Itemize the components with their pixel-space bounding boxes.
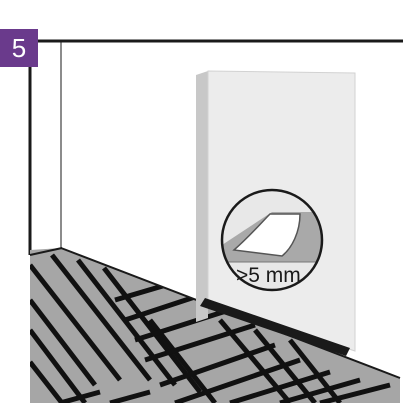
gap-measurement-label: >5 mm (236, 264, 301, 287)
gap-detail-callout (220, 188, 324, 292)
floor-left-edge (29, 247, 63, 256)
step-number-badge: 5 (0, 29, 38, 67)
gap-strip (200, 298, 350, 356)
